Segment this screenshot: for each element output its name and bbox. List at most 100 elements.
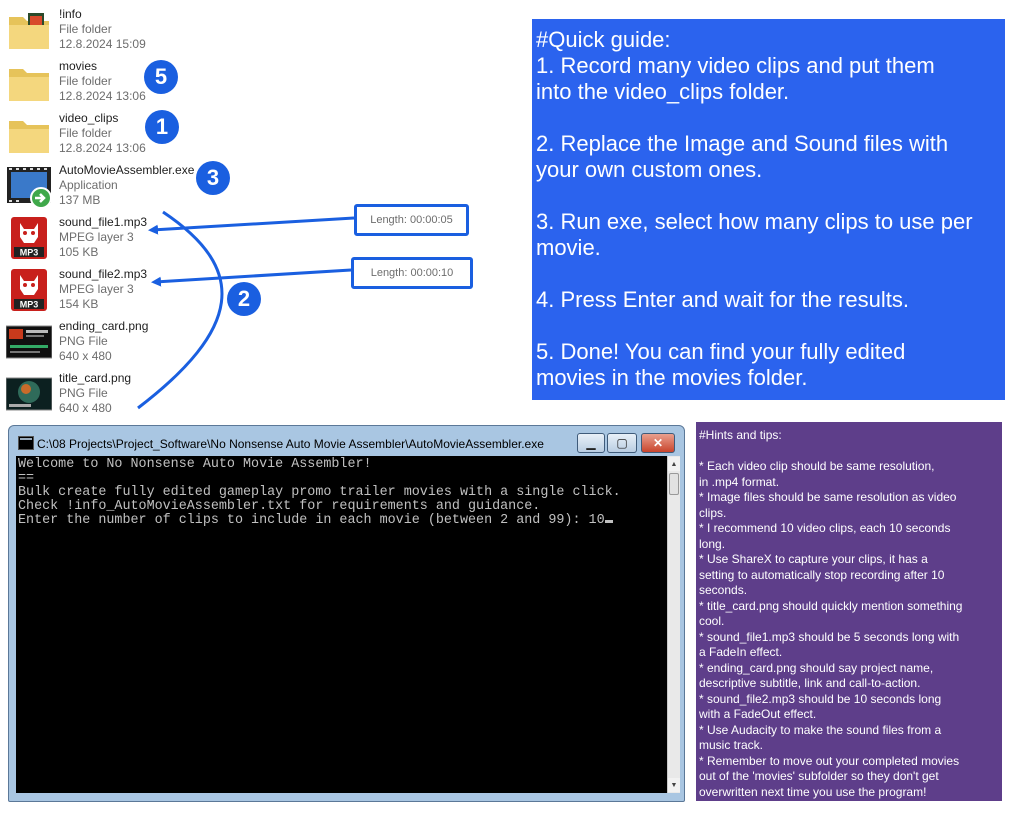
hints-panel: #Hints and tips: * Each video clip shoul… <box>696 422 1002 801</box>
file-type: File folder <box>59 126 112 140</box>
hint-line: * Remember to move out your completed mo… <box>699 753 960 768</box>
guide-line: 4. Press Enter and wait for the results. <box>536 287 909 312</box>
length-box-sound1: Length: 00:00:05 <box>354 204 469 236</box>
file-type: MPEG layer 3 <box>59 282 134 296</box>
scroll-up-icon[interactable]: ▲ <box>668 457 680 471</box>
minimize-button[interactable]: ▁ <box>577 433 605 453</box>
guide-line: into the video_clips folder. <box>536 79 790 104</box>
console-line: == <box>18 471 35 486</box>
step-badge-3: 3 <box>196 161 230 195</box>
file-item-exe[interactable]: AutoMovieAssembler.exe Application 137 M… <box>6 161 206 211</box>
hint-line: with a FadeOut effect. <box>699 707 817 721</box>
hint-line: music track. <box>699 738 764 752</box>
file-meta: 12.8.2024 15:09 <box>59 37 146 51</box>
file-name: AutoMovieAssembler.exe <box>59 163 195 177</box>
folder-icon <box>9 69 49 101</box>
file-name: ending_card.png <box>59 319 149 333</box>
maximize-button[interactable]: ▢ <box>607 433 637 453</box>
console-prompt-line[interactable]: Enter the number of clips to include in … <box>18 514 665 528</box>
close-button[interactable]: ✕ <box>641 433 675 453</box>
hint-gap <box>699 444 999 460</box>
hint-line: * I recommend 10 video clips, each 10 se… <box>699 521 951 535</box>
hint-line: * title_card.png should quickly mention … <box>699 598 963 613</box>
guide-gap <box>536 313 1001 339</box>
file-meta: 640 x 480 <box>59 349 112 363</box>
step-badge-2: 2 <box>227 282 261 316</box>
console-scrollbar[interactable]: ▲ ▼ <box>667 456 680 793</box>
file-item-title-card[interactable]: title_card.png PNG File 640 x 480 <box>6 369 206 419</box>
console-app-icon <box>18 436 34 450</box>
file-type: PNG File <box>59 334 108 348</box>
hint-line: a FadeIn effect. <box>699 645 783 659</box>
file-type: File folder <box>59 74 112 88</box>
hint-line: #Hints and tips: <box>699 428 782 442</box>
guide-line: #Quick guide: <box>536 27 671 52</box>
file-item-video-clips[interactable]: video_clips File folder 12.8.2024 13:06 <box>6 109 206 159</box>
console-window[interactable]: C:\08 Projects\Project_Software\No Nonse… <box>8 425 685 802</box>
quick-guide-panel: #Quick guide: 1. Record many video clips… <box>532 19 1005 400</box>
length-box-sound2: Length: 00:00:10 <box>351 257 473 289</box>
guide-line: 2. Replace the Image and Sound files wit… <box>536 131 949 156</box>
hint-line: seconds. <box>699 583 748 597</box>
file-meta: 12.8.2024 13:06 <box>59 141 146 155</box>
file-item-ending-card[interactable]: ending_card.png PNG File 640 x 480 <box>6 317 206 367</box>
hint-line: long. <box>699 536 726 551</box>
file-item-sound-file1[interactable]: MP3 sound_file1.mp3 MPEG layer 3 105 KB <box>6 213 206 263</box>
file-name: sound_file1.mp3 <box>59 215 148 229</box>
guide-line: 5. Done! You can find your fully edited <box>536 339 906 364</box>
image-thumbnail-icon <box>6 377 52 411</box>
console-line: Bulk create fully edited gameplay promo … <box>18 485 621 500</box>
guide-line: your own custom ones. <box>536 157 763 182</box>
file-item-movies[interactable]: movies File folder 12.8.2024 13:06 <box>6 57 206 107</box>
file-meta: 105 KB <box>59 245 99 259</box>
file-meta: 137 MB <box>59 193 101 207</box>
hint-line: in .mp4 format. <box>699 474 780 489</box>
file-name: movies <box>59 59 98 73</box>
file-name: sound_file2.mp3 <box>59 267 148 281</box>
scroll-thumb[interactable] <box>669 473 679 495</box>
hint-line: out of the 'movies' subfolder so they do… <box>699 769 939 783</box>
file-name: video_clips <box>59 111 119 125</box>
file-meta: 154 KB <box>59 297 99 311</box>
hint-line: * sound_file2.mp3 should be 10 seconds l… <box>699 691 942 706</box>
svg-text:MP3: MP3 <box>20 300 39 310</box>
hint-line: descriptive subtitle, link and call-to-a… <box>699 676 921 690</box>
hint-line: overwritten next time you use the progra… <box>699 784 927 799</box>
hint-line: clips. <box>699 505 727 520</box>
file-type: Application <box>59 178 118 192</box>
guide-gap <box>536 261 1001 287</box>
step-badge-5: 5 <box>144 60 178 94</box>
guide-line: movie. <box>536 235 601 260</box>
hint-line: cool. <box>699 614 725 628</box>
hint-line: * ending_card.png should say project nam… <box>699 660 934 675</box>
guide-line: 3. Run exe, select how many clips to use… <box>536 209 973 234</box>
scroll-down-icon[interactable]: ▼ <box>668 778 680 792</box>
console-output[interactable]: Welcome to No Nonsense Auto Movie Assemb… <box>16 456 667 793</box>
file-item-info[interactable]: !info File folder 12.8.2024 15:09 <box>6 5 206 55</box>
mp3-icon: MP3 <box>11 217 47 259</box>
file-meta: 12.8.2024 13:06 <box>59 89 146 103</box>
file-item-sound-file2[interactable]: MP3 sound_file2.mp3 MPEG layer 3 154 KB <box>6 265 206 315</box>
svg-text:MP3: MP3 <box>20 248 39 258</box>
step-badge-1: 1 <box>145 110 179 144</box>
console-line: Welcome to No Nonsense Auto Movie Assemb… <box>18 457 372 472</box>
hint-line: setting to automatically stop recording … <box>699 567 945 582</box>
hint-line: * Use ShareX to capture your clips, it h… <box>699 552 928 566</box>
folder-icon <box>9 121 49 153</box>
hint-line: * Image files should be same resolution … <box>699 490 957 504</box>
mp3-icon: MP3 <box>11 269 47 311</box>
guide-gap <box>536 183 1001 209</box>
hint-line: * Each video clip should be same resolut… <box>699 459 935 473</box>
console-prompt-text: Enter the number of clips to include in … <box>18 513 605 528</box>
file-type: File folder <box>59 22 112 36</box>
image-thumbnail-icon <box>6 325 52 359</box>
guide-gap <box>536 105 1001 131</box>
text-cursor <box>604 520 613 523</box>
file-name: !info <box>59 7 82 21</box>
file-meta: 640 x 480 <box>59 401 112 415</box>
console-title: C:\08 Projects\Project_Software\No Nonse… <box>37 437 544 451</box>
file-type: MPEG layer 3 <box>59 230 134 244</box>
file-type: PNG File <box>59 386 108 400</box>
hint-line: * sound_file1.mp3 should be 5 seconds lo… <box>699 629 960 644</box>
